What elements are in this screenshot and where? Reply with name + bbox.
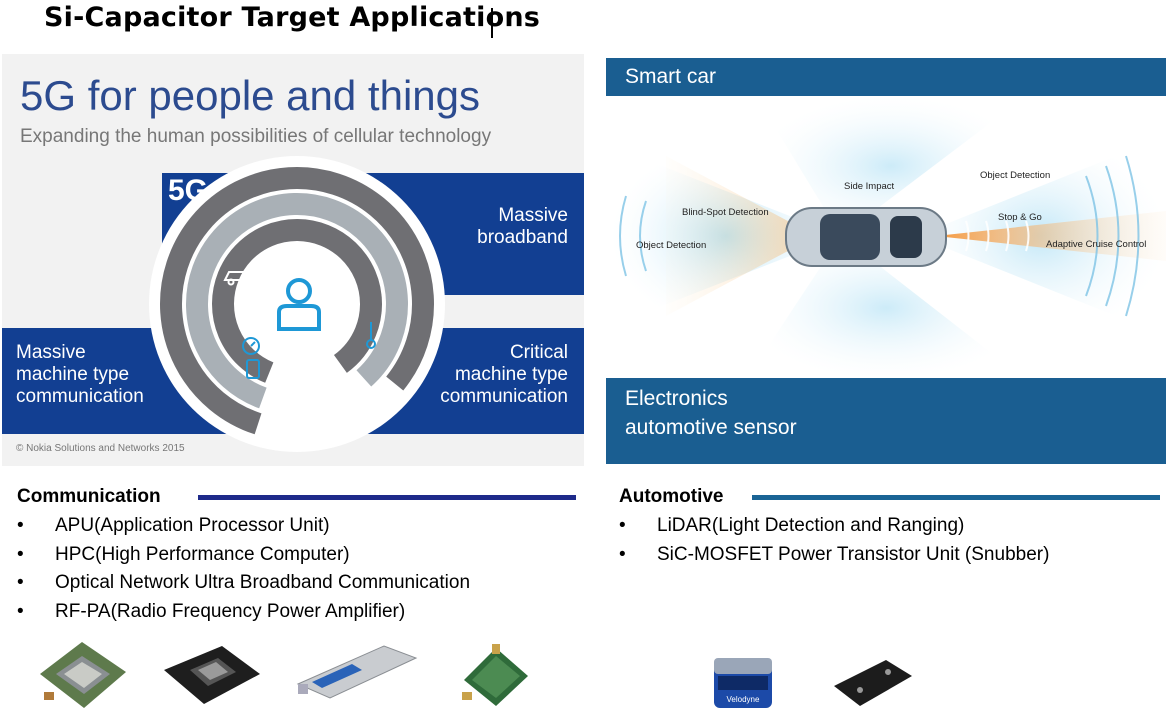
massive-broadband-label: Massive broadband (442, 205, 568, 249)
electronics-band (606, 378, 1166, 464)
thermometer-icon (366, 322, 376, 349)
smart-car-illustration: Side Impact Object Detection Blind-Spot … (606, 96, 1166, 380)
automotive-list: LiDAR(Light Detection and Ranging) SiC-M… (619, 512, 1049, 569)
label-object-detection-front: Object Detection (980, 170, 1050, 181)
list-item: Optical Network Ultra Broadband Communic… (17, 569, 470, 598)
page-title: Si-Capacitor Target Applications (44, 2, 541, 33)
rf-pa-module-photo (462, 644, 528, 706)
label-blind-spot: Blind-Spot Detection (682, 207, 769, 218)
ring-label-sensors: Sensors (271, 422, 323, 441)
smart-car-band (606, 58, 1166, 96)
massive-machine-label: Massive machine type communication (16, 342, 256, 408)
communication-list: APU(Application Processor Unit) HPC(High… (17, 512, 470, 626)
massive-machine-line3: communication (16, 386, 144, 407)
electronics-line1: Electronics (625, 387, 728, 410)
critical-machine-line1: Critical (509, 342, 568, 363)
label-object-detection-rear: Object Detection (636, 240, 706, 251)
car-icon (785, 207, 947, 267)
automotive-rule (752, 495, 1160, 500)
electronics-title: Electronics automotive sensor (625, 384, 797, 442)
massive-machine-line1: Massive (16, 342, 86, 363)
list-item: APU(Application Processor Unit) (17, 512, 470, 541)
automotive-heading: Automotive (619, 486, 724, 507)
critical-machine-line3: communication (440, 386, 568, 407)
communication-heading: Communication (17, 486, 161, 507)
list-item: LiDAR(Light Detection and Ranging) (619, 512, 1049, 541)
car-sensor-diagram: Side Impact Object Detection Blind-Spot … (611, 96, 1166, 380)
label-side-impact: Side Impact (844, 181, 895, 192)
massive-machine-line2: machine type (16, 364, 130, 385)
label-adaptive-cruise: Adaptive Cruise Control (1046, 239, 1146, 250)
5g-badge: 5G (168, 174, 209, 207)
lidar-brand-label: Velodyne (727, 695, 760, 704)
smart-car-title: Smart car (625, 65, 717, 88)
list-item: RF-PA(Radio Frequency Power Amplifier) (17, 598, 470, 627)
communication-rule (198, 495, 576, 500)
ring-label-machines: Machines (267, 453, 328, 454)
apu-chip-photo (40, 642, 126, 708)
robot-arm-icon (257, 256, 284, 279)
hpc-board-photo (164, 646, 260, 704)
optical-transceiver-photo (296, 645, 418, 699)
electronics-line2: automotive sensor (625, 416, 797, 439)
critical-machine-line2: machine type (454, 364, 568, 385)
phone-icon (246, 359, 260, 379)
text-cursor (491, 8, 493, 38)
massive-broadband-line2: broadband (477, 227, 568, 248)
critical-machine-label: Critical machine type communication (324, 342, 568, 408)
5g-ring-diagram: Wearables Sensors Machines (149, 156, 445, 454)
massive-broadband-line1: Massive (498, 205, 568, 226)
sic-mosfet-module-photo (834, 660, 912, 706)
lidar-sensor-photo: Velodyne (714, 658, 772, 708)
car-icon (223, 271, 249, 286)
copyright-notice: © Nokia Solutions and Networks 2015 (16, 443, 185, 454)
5g-infographic: 5G for people and things Expanding the h… (2, 54, 584, 466)
person-icon (277, 278, 321, 331)
ring-label-wearables: Wearables (263, 386, 330, 408)
label-stop-go: Stop & Go (998, 212, 1042, 223)
5g-subheading: Expanding the human possibilities of cel… (20, 126, 492, 147)
list-item: HPC(High Performance Computer) (17, 541, 470, 570)
5g-heading: 5G for people and things (20, 72, 480, 119)
stopwatch-icon (242, 337, 260, 355)
list-item: SiC-MOSFET Power Transistor Unit (Snubbe… (619, 541, 1049, 570)
